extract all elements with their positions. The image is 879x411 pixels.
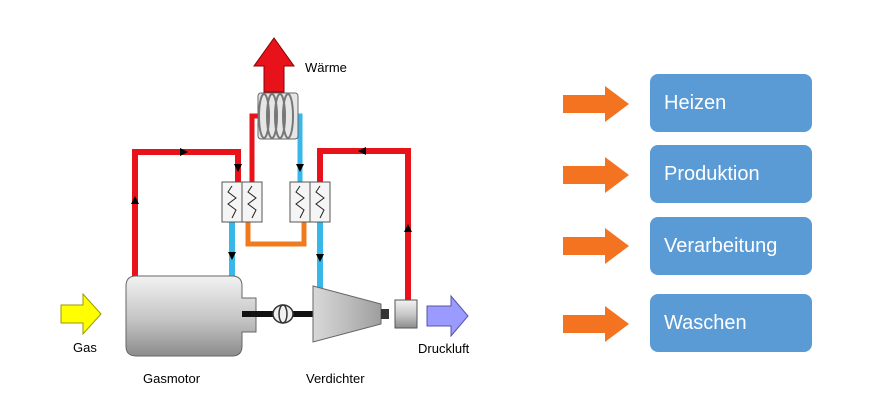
flow-marker [358,147,366,155]
use-box-production: Produktion [650,145,812,203]
use-label: Heizen [664,91,727,114]
use-label: Verarbeitung [664,234,778,257]
heat-arrow [253,37,295,93]
shaft-coupling [272,304,294,324]
compressor-label: Verdichter [306,371,365,386]
use-box-heating: Heizen [650,74,812,132]
aftercooler [394,299,418,329]
compressed-air-arrow [426,294,469,338]
gas-arrow [60,292,102,336]
use-label: Produktion [664,162,760,185]
flow-marker [180,148,188,156]
compressor-hot-pipe [317,148,411,300]
flow-marker [131,196,139,204]
flow-marker [296,164,304,172]
gas-engine [125,275,257,357]
orange-arrow-icon [563,86,629,122]
compressor [312,285,382,343]
orange-arrow-icon [563,306,629,342]
flow-marker [404,224,412,232]
heat-coil [257,92,299,140]
compressed-air-label: Druckluft [418,341,470,356]
orange-arrow-icon [563,157,629,193]
heat-exchanger-right [289,181,331,223]
flow-marker [234,164,242,172]
gas-label: Gas [73,340,97,355]
use-box-washing: Waschen [650,294,812,352]
heat-label: Wärme [305,60,347,75]
heat-exchanger-left [221,181,263,223]
use-box-processing: Verarbeitung [650,217,812,275]
flow-marker [228,252,236,260]
use-label: Waschen [664,311,747,334]
engine-label: Gasmotor [143,371,201,386]
orange-arrow-icon [563,228,629,264]
compressor-outlet [381,309,389,319]
intermediate-pipe [245,222,307,247]
flow-marker [316,254,324,262]
